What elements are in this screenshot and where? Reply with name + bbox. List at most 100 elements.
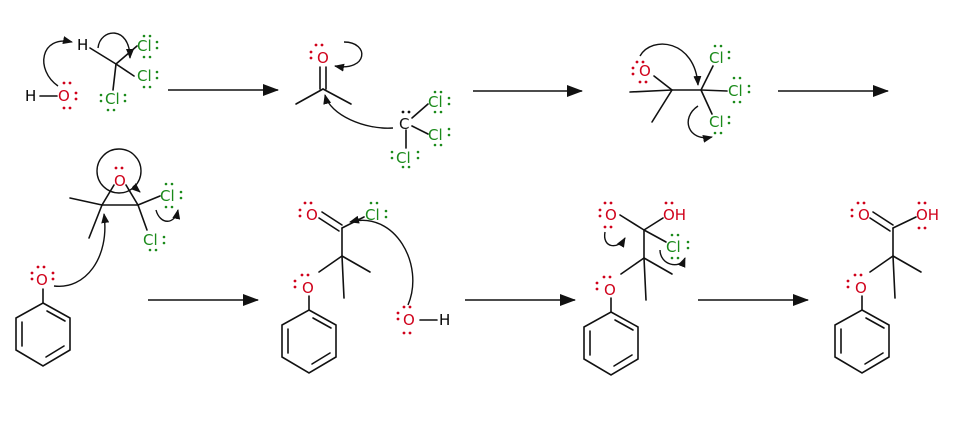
atom-cl-6: Cl [396,149,411,167]
bond-epox-me1 [69,197,103,206]
curved-arrow-ccl-leave [687,105,713,143]
step1-hydroxide-chloroform: H O H Cl Cl Cl [25,32,159,112]
atom-o-epoxide: O [114,172,126,190]
bond-prod-c-oh [892,216,917,229]
atom-o-phenoxide: O [36,271,48,289]
atom-cl-1: Cl [137,37,152,55]
atom-cl-10: Cl [160,187,175,205]
atom-cl-11: Cl [143,231,158,249]
lone-pairs-o13 [917,201,927,230]
lone-pairs-cl-step2 [390,90,451,169]
bond-c-me3 [629,89,673,93]
lone-pairs-o4 [114,166,124,170]
lone-pairs-o10 [664,201,674,205]
bond-c-me4 [651,89,673,123]
bond-c-cl2 [115,63,135,77]
benzene-ring-3 [583,311,639,376]
step6-tetrahedral: O OH Cl O [583,201,690,376]
atom-cl-5: Cl [428,126,443,144]
bond-tetra-c-oh [643,217,664,231]
lone-pairs-o3 [631,60,648,84]
curved-arrow-ch-bond [97,32,134,59]
circle-ring-arrow [96,148,142,194]
atom-cl-9: Cl [709,113,724,131]
bond-cq-o [318,255,343,273]
atom-o-ether-2: O [604,281,616,299]
step3-alkoxide: O Cl Cl Cl [629,43,751,143]
lone-pairs-o9 [598,201,613,229]
atom-o-product-carbonyl: O [858,206,870,224]
lone-pairs-o8 [396,305,412,335]
curved-arrow-cl-leave3 [659,249,686,268]
atom-o-acyl: O [306,206,318,224]
curved-arrow-cl-leave2 [155,209,181,222]
bond-prod-cq-me2 [892,255,896,299]
step5-acyl-chloride: O Cl O O [281,201,450,374]
atom-cl-13: Cl [666,238,681,256]
bond-cq-me2 [341,255,345,299]
bond-epox-cl11 [137,204,148,231]
bond-tetra-o-c [619,214,645,231]
atom-cl-2: Cl [137,67,152,85]
bond-c-cl1 [115,45,138,65]
bond-c-cl3 [112,63,117,91]
bond-c-cl7 [700,65,714,91]
atom-o-hydroxide: O [58,87,70,105]
step4-epoxide-phenoxide: O Cl Cl O [15,148,183,367]
lone-pairs-o6 [298,201,313,218]
bond-prod-co-1 [872,211,894,226]
lone-pairs-o7 [293,273,310,289]
atom-o-acetone: O [317,49,329,67]
curved-arrow-c-attack [323,94,394,129]
atom-c-ccl3: C [399,115,409,133]
curved-arrow-o-reform [604,231,626,248]
atom-o-tetra: O [605,206,617,224]
atom-cl-8: Cl [728,82,743,100]
atom-h-hydroxide: H [25,87,36,105]
bond-epox-me2 [88,204,103,239]
lone-pairs-o14 [846,273,863,289]
lone-pairs-o1 [62,81,78,110]
lone-pairs-cl-step1 [99,34,159,112]
atom-h-hydroxide-2: H [439,311,450,329]
bond-c-me1 [295,88,324,105]
atom-cl-3: Cl [105,90,120,108]
bond-h-c [89,47,117,65]
atom-oh-tetra: OH [663,206,686,224]
bond-cq-me1 [341,255,371,273]
step2-acetone-ccl3: O C Cl Cl Cl [295,41,451,169]
bond-tetra-cq-o [620,257,645,275]
bond-ccl3-2 [411,125,429,135]
bond-tetra-cq-me2 [643,257,647,301]
bond-ccl3-1 [411,103,429,119]
lone-pairs-cl-step5 [369,201,388,219]
bond-epox-cl10 [137,195,161,206]
atom-oh-product: OH [916,206,939,224]
lone-pairs-o5 [30,265,55,281]
bond-tetra-c-cl [643,229,667,243]
bond-acyl-c-cl [341,216,365,229]
ring-arrow-head [130,183,141,193]
bond-acyl-co-2 [318,217,340,232]
step7-product-acid: O OH O [834,201,939,374]
bond-c-cl8 [700,89,728,92]
bond-epox-o-c2 [125,184,139,206]
bond-prod-co-2 [869,217,891,232]
bond-c-me2 [322,88,352,105]
curved-arrow-phenoxide-attack [53,213,110,287]
atom-cl-4: Cl [428,93,443,111]
bond-tetra-cq-me1 [643,257,673,275]
atom-o-alkoxide: O [639,62,651,80]
lone-pairs-cl-step3 [713,44,751,135]
atom-h-chloroform: H [77,36,88,54]
lone-pairs-o11 [595,275,612,291]
atom-o-ether-3: O [855,279,867,297]
bond-c-cl9 [700,89,713,115]
atom-o-hydroxide-2: O [403,311,415,329]
bond-prod-cq-o [869,255,894,273]
atom-cl-12: Cl [365,206,380,224]
lone-pairs-o2 [309,43,324,60]
bond-o-c [653,75,673,91]
